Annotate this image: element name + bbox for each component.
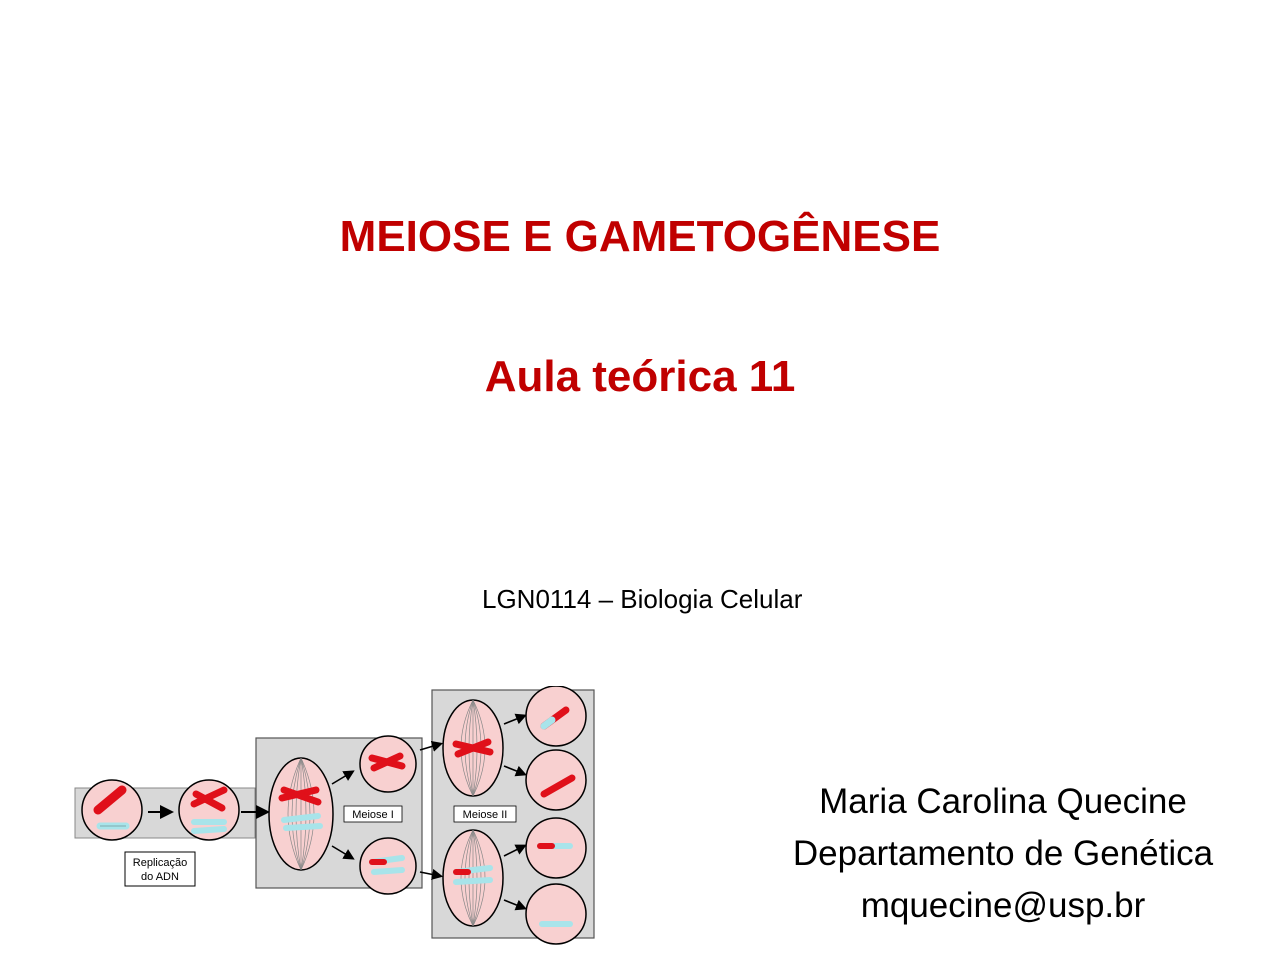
author-block: Maria Carolina Quecine Departamento de G… — [760, 776, 1246, 932]
author-department: Departamento de Genética — [792, 834, 1214, 873]
meiosis2-dividing-cell-top — [442, 699, 504, 797]
gamete-cell-2 — [525, 749, 587, 811]
meiosis2-dividing-cell-bottom — [442, 829, 504, 927]
gamete-cell-1 — [525, 686, 587, 747]
meiosis1-label-box — [343, 805, 403, 823]
replication-label-line2: do ADN — [141, 871, 179, 883]
course-code: LGN0114 – Biologia Celular — [482, 584, 803, 614]
initial-cell — [81, 779, 143, 841]
gamete-cell-3 — [525, 817, 587, 879]
replication-label-line1: Replicação — [133, 857, 187, 869]
author-email: mquecine@usp.br — [860, 886, 1146, 925]
meiosis1-dividing-cell — [268, 757, 334, 871]
meiosis-diagram: Replicação do ADN Meiose I — [74, 686, 595, 945]
slide-subtitle: Aula teórica 11 — [484, 352, 796, 401]
meiosis2-label-box — [453, 805, 517, 823]
meiosis1-daughter-cell-top — [359, 735, 417, 793]
replicated-cell — [178, 779, 240, 841]
slide-title: MEIOSE E GAMETOGÊNESE — [339, 212, 941, 261]
gamete-cell-4 — [525, 883, 587, 945]
meiosis2-label: Meiose II — [463, 809, 508, 821]
meiosis1-label: Meiose I — [352, 809, 394, 821]
replication-label-box — [124, 851, 196, 887]
meiosis1-daughter-cell-bottom — [359, 837, 417, 895]
author-name: Maria Carolina Quecine — [819, 782, 1187, 821]
